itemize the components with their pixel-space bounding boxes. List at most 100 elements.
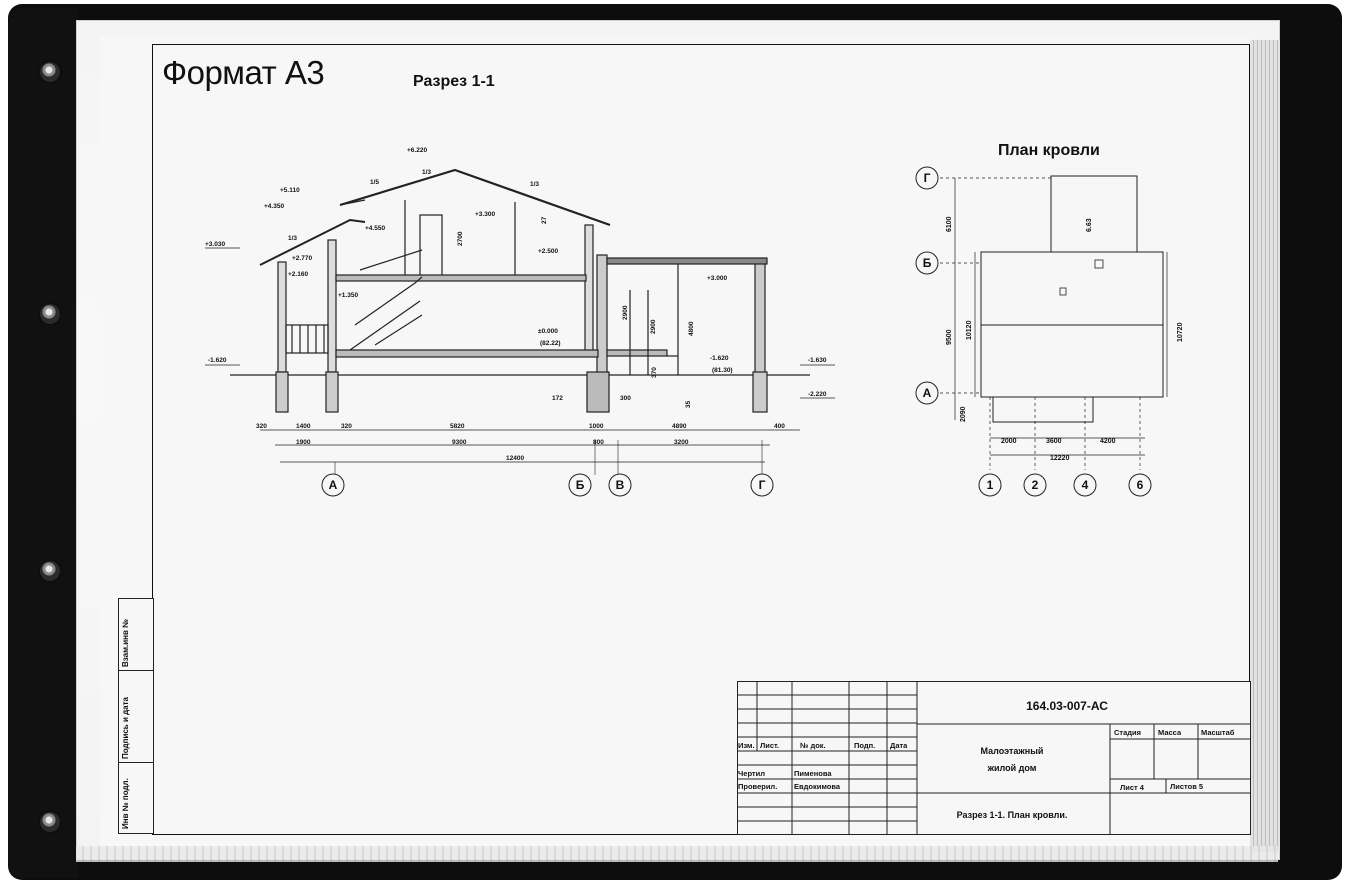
side-stamp: Взам.инв № Подпись и дата Инв № подл.: [118, 598, 154, 834]
roof-line: [259, 218, 366, 266]
axis-label: 6: [1137, 478, 1144, 492]
dimension-label: 800: [593, 439, 604, 446]
side-stamp-inv-dub: Взам.инв №: [121, 618, 130, 667]
axis-label: А: [923, 386, 932, 400]
axis-marker: [568, 473, 592, 497]
mass-header: Масса: [1158, 728, 1182, 737]
sheet-content: Разрез 1-1. План кровли.: [957, 810, 1068, 820]
dimension-total-label: 12220: [1050, 455, 1070, 462]
header-sign: Подп.: [854, 741, 875, 750]
elevation-label: +2.160: [288, 271, 308, 278]
header-list: Лист.: [760, 741, 779, 750]
slope-label: 1/3: [422, 169, 431, 176]
axis-marker: [1128, 473, 1152, 497]
height-label: 4800: [688, 321, 695, 336]
floor-slab: [335, 274, 587, 282]
roof-outline: [1050, 175, 1138, 253]
height-label: 2900: [622, 305, 629, 320]
drawing-frame: [152, 44, 1250, 835]
floor-slab: [335, 349, 599, 358]
dimension-label: 4200: [1100, 438, 1116, 445]
axis-label: Б: [576, 478, 585, 492]
binder-spine: [8, 8, 78, 878]
axis-marker: [750, 473, 774, 497]
height-label: 2700: [457, 231, 464, 246]
roof-plan-drawing: Г Б А 1 2 4 6 6100 9500 10120 2090 10720…: [915, 166, 1184, 497]
dimension-label: 2090: [960, 406, 967, 422]
elevation-label: +5.110: [280, 187, 300, 194]
elevation-label: +3.030: [205, 241, 225, 248]
side-stamp-sign-date: Подпись и дата: [121, 697, 130, 759]
sheet-count: Листов 5: [1170, 782, 1203, 791]
dimension-label: 3600: [1046, 438, 1062, 445]
axis-label: 4: [1082, 478, 1089, 492]
elevation-label: ±0.000: [538, 328, 558, 335]
elevation-label: +4.350: [264, 203, 284, 210]
rivet-icon: [40, 561, 60, 581]
height-label: 2900: [650, 319, 657, 334]
object-name-line1: Малоэтажный: [981, 746, 1044, 756]
elevation-label: +4.550: [365, 225, 385, 232]
elevation-label: +1.350: [338, 292, 358, 299]
name-drawn: Пименова: [794, 769, 832, 778]
role-drawn: Чертил: [738, 769, 765, 778]
dimension-label: 6.63: [1086, 218, 1093, 232]
elevation-label: +2.500: [538, 248, 558, 255]
name-checked: Евдокимова: [794, 782, 841, 791]
dimension-label: 320: [341, 423, 352, 430]
slope-label: 1/3: [530, 181, 539, 188]
elevation-label: -2.220: [808, 391, 827, 398]
dimension-label: 172: [552, 395, 563, 402]
rivet-icon: [40, 62, 60, 82]
rivet-icon: [40, 812, 60, 832]
elevation-label: +2.770: [292, 255, 312, 262]
dimension-label: 1000: [589, 423, 604, 430]
staircase: [354, 276, 423, 326]
axis-label: 1: [987, 478, 994, 492]
axis-label: А: [329, 478, 338, 492]
dimension-label: 10720: [1177, 322, 1184, 342]
axis-marker: [1073, 473, 1097, 497]
height-label: 370: [651, 367, 658, 378]
elevation-label: +6.220: [407, 147, 427, 154]
title-block: Изм. Лист. № док. Подп. Дата Чертил Пиме…: [737, 681, 1251, 835]
scale-header: Масштаб: [1201, 728, 1235, 737]
dimension-label: 3200: [674, 439, 689, 446]
axis-label: Г: [759, 478, 766, 492]
dimension-label: 35: [685, 400, 692, 408]
slope-label: 1/3: [288, 235, 297, 242]
stage-header: Стадия: [1114, 728, 1141, 737]
dimension-label: 2000: [1001, 438, 1017, 445]
section-title: Разрез 1-1: [413, 73, 495, 90]
foundation: [275, 371, 289, 413]
header-doc: № док.: [800, 741, 826, 750]
axis-marker: [915, 166, 939, 190]
dimension-label: 6100: [946, 216, 953, 232]
rivet-icon: [40, 304, 60, 324]
dimension-label: 300: [620, 395, 631, 402]
header-date: Дата: [890, 741, 908, 750]
axis-marker: [321, 473, 345, 497]
dimension-label: 400: [774, 423, 785, 430]
roof-line: [339, 168, 611, 227]
dimension-label: 4890: [672, 423, 687, 430]
axis-label: Б: [923, 256, 932, 270]
axis-label: В: [616, 478, 625, 492]
axis-marker: [1023, 473, 1047, 497]
axis-label: 2: [1032, 478, 1039, 492]
elevation-label: +3.000: [707, 275, 727, 282]
elevation-label: (82.22): [540, 340, 561, 347]
sheet-number: Лист 4: [1120, 783, 1145, 792]
dimension-label: 9500: [946, 329, 953, 345]
elevation-label: -1.620: [208, 357, 227, 364]
dimension-label: 320: [256, 423, 267, 430]
axis-marker: [915, 251, 939, 275]
axis-label: Г: [924, 171, 931, 185]
sleeve-bottom-edge: [76, 846, 1278, 862]
format-title: Формат А3: [162, 54, 325, 91]
axis-marker: [608, 473, 632, 497]
side-stamp-inv-orig: Инв № подл.: [121, 778, 130, 829]
header-izm: Изм.: [738, 741, 755, 750]
stacked-page-edges: [1250, 40, 1280, 852]
roof-plan-title: План кровли: [998, 142, 1100, 159]
